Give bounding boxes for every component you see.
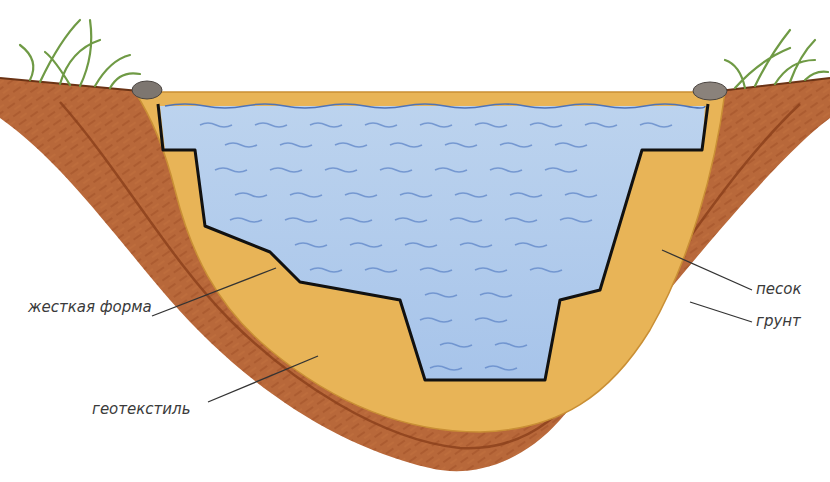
part-label: песок [756, 280, 826, 298]
part-label: грунт [756, 312, 826, 330]
water [160, 106, 705, 380]
grass [20, 20, 828, 88]
part-label: геотекстиль [92, 400, 222, 418]
stone [693, 82, 727, 100]
water-waves [200, 123, 672, 370]
sand-layer [135, 92, 725, 432]
part-label: жесткая форма [28, 298, 153, 316]
stone [132, 81, 162, 99]
leader-line [152, 250, 752, 402]
rigid-form [158, 104, 708, 380]
soil [0, 78, 830, 471]
